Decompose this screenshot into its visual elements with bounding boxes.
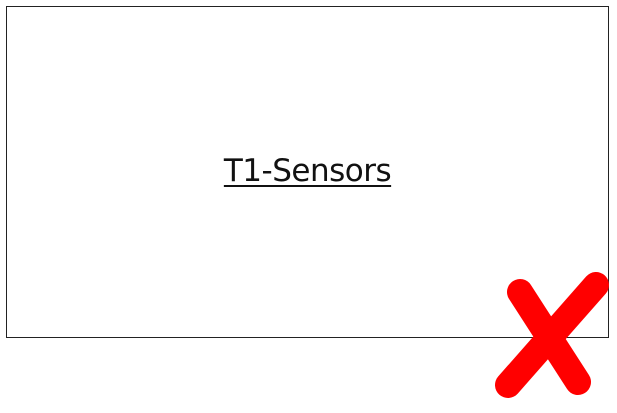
x-stroke-2 [495,272,609,398]
slide-title: T1-Sensors [223,153,392,189]
slide-thumbnail[interactable]: T1-Sensors [6,6,609,338]
